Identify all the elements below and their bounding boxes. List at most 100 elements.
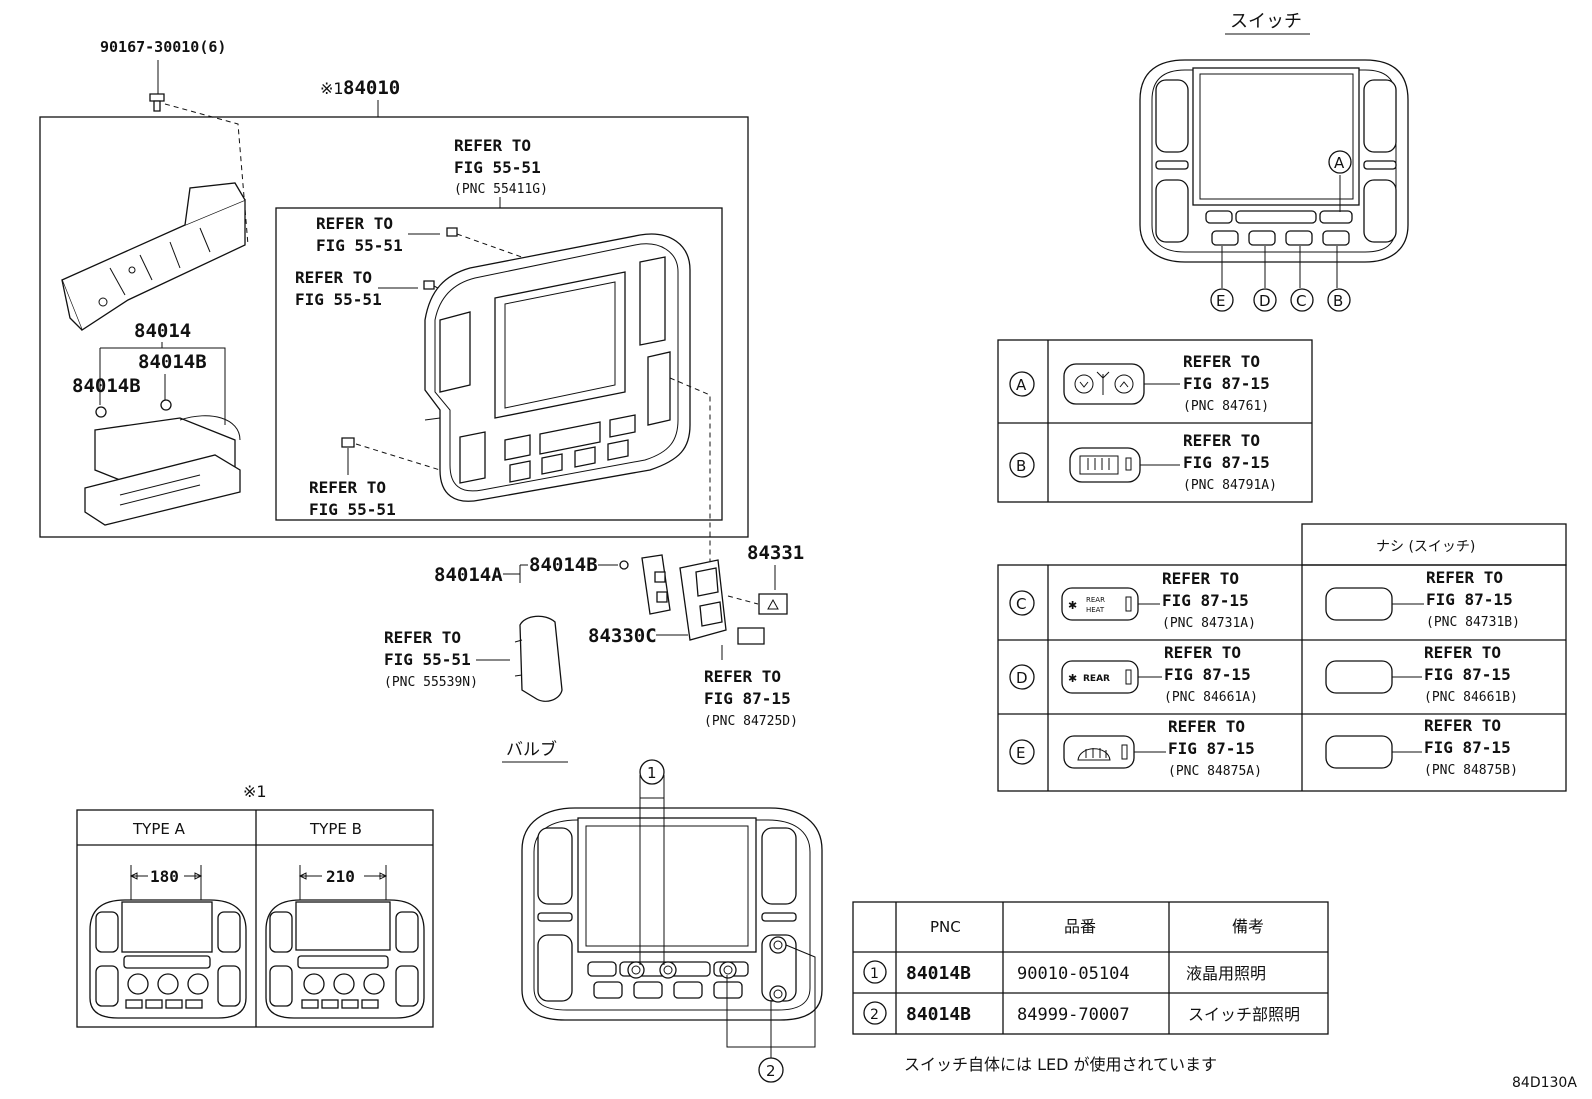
type-table: ※1 TYPE A TYPE B 180 [76, 782, 434, 1028]
part-84014a-number: 84014A [434, 564, 503, 586]
center-bezel-drawing [424, 233, 691, 502]
row-e-line1: REFER TO [1168, 717, 1245, 736]
rear-fan-icon-label: REAR [1083, 674, 1110, 684]
refer-6-line3: (PNC 84725D) [704, 714, 798, 729]
diagram-id: 84D130A [1512, 1075, 1577, 1091]
switch-module-drawing [641, 554, 727, 641]
row-d-line2: FIG 87-15 [1164, 665, 1251, 684]
bulb-row-2-note: スイッチ部照明 [1188, 1005, 1300, 1024]
bulb-table-footnote: スイッチ自体には LED が使用されています [904, 1055, 1217, 1074]
marker-c-circle [1290, 288, 1314, 312]
front-defogger-switch-icon [1063, 735, 1135, 769]
bulb-icon [619, 560, 629, 570]
row-c-alt2: FIG 87-15 [1426, 590, 1513, 609]
marker-b-circle [1327, 288, 1351, 312]
row-a-line1: REFER TO [1183, 352, 1260, 371]
blank-switch-icon [1325, 660, 1393, 694]
refer-2-line1: REFER TO [316, 214, 393, 233]
row-c-marker: C [1016, 595, 1026, 613]
table-row: B REFER TO FIG 87-15 (PNC 84791A) [1009, 431, 1277, 493]
bolt-icon [149, 93, 165, 112]
rear-heat-icon-top: REAR [1086, 596, 1105, 604]
marker-one-circle [639, 759, 665, 785]
bulb-row-1-pnc: 84014B [906, 963, 971, 984]
switch-assy-number: 84014 [134, 320, 191, 342]
blank-switch-icon [1325, 587, 1393, 621]
switch-section: スイッチ A E D [1139, 11, 1409, 312]
row-d-alt2: FIG 87-15 [1424, 665, 1511, 684]
fan-icon: ✱ [1068, 672, 1077, 685]
bulb-b-upper-number: 84014B [138, 351, 207, 373]
switch-parts-group: 84014A 84014B 84331 84330C REFER TO FIG … [384, 377, 804, 729]
marker-a-label: A [1334, 154, 1345, 172]
table-row: E REFER TO FIG 87-15 (PNC 84875A) REFER … [1009, 716, 1518, 779]
refer-1-line3: (PNC 55411G) [454, 182, 548, 197]
marker-d-label: D [1259, 292, 1271, 310]
rear-fan-switch-icon: ✱ REAR [1061, 660, 1139, 694]
row-e-alt3: (PNC 84875B) [1424, 763, 1518, 778]
row-a-marker: A [1016, 376, 1027, 394]
marker-a-circle [1328, 150, 1352, 174]
small-switch-icon [737, 627, 765, 645]
table-row: C REAR HEAT ✱ REFER TO FIG 87-15 (PNC 84… [1009, 568, 1520, 631]
rear-heat-icon-bottom: HEAT [1086, 606, 1105, 614]
main-assembly-number: 84010 [343, 77, 400, 99]
mode-switch-icon [1063, 363, 1145, 405]
refer-4-line1: REFER TO [309, 478, 386, 497]
table-row: 2 84014B 84999-70007 スイッチ部照明 [863, 1001, 1300, 1025]
marker-e-label: E [1216, 292, 1225, 310]
marker-e-circle [1210, 288, 1234, 312]
refer-3-line1: REFER TO [295, 268, 372, 287]
row-a-line3: (PNC 84761) [1183, 399, 1269, 414]
marker-b-label: B [1333, 292, 1343, 310]
main-assembly-group: 90167-30010(6) ※1 84010 84014 84014B [39, 38, 749, 538]
type-a-label: TYPE A [132, 820, 186, 838]
refer-5-line3: (PNC 55539N) [384, 675, 478, 690]
row-d-line3: (PNC 84661A) [1164, 690, 1258, 705]
cover-panel-drawing [514, 615, 563, 702]
part-84330c-number: 84330C [588, 625, 657, 647]
row-e-alt2: FIG 87-15 [1424, 738, 1511, 757]
row-c-line1: REFER TO [1162, 569, 1239, 588]
blank-switch-icon [1325, 735, 1393, 769]
row-a-line2: FIG 87-15 [1183, 374, 1270, 393]
row-c-alt1: REFER TO [1426, 568, 1503, 587]
table-row: D ✱ REAR REFER TO FIG 87-15 (PNC 84661A)… [1009, 643, 1518, 705]
type-a-dimension: 180 [150, 867, 179, 886]
refer-2-line2: FIG 55-51 [316, 236, 403, 255]
fan-icon: ✱ [1068, 599, 1077, 612]
bulb-bezel-drawing [521, 807, 823, 1021]
row-d-alt1: REFER TO [1424, 643, 1501, 662]
row-b-line3: (PNC 84791A) [1183, 478, 1277, 493]
type-note-asterisk: ※1 [243, 782, 267, 801]
type-a-bezel: 180 [89, 865, 247, 1019]
row-e-line3: (PNC 84875A) [1168, 764, 1262, 779]
switch-section-title: スイッチ [1230, 11, 1302, 32]
refer-1-line2: FIG 55-51 [454, 158, 541, 177]
refer-6-line1: REFER TO [704, 667, 781, 686]
row-c-line3: (PNC 84731A) [1162, 616, 1256, 631]
bulb-pnc-table: PNC 品番 備考 1 84014B 90010-05104 液晶用照明 2 8… [852, 901, 1329, 1074]
bulb-row-1-note: 液晶用照明 [1186, 964, 1266, 983]
switch-table-ab: A REFER TO FIG 87-15 (PNC 84761) B [997, 339, 1313, 503]
bulb-a-left-number: 84014B [72, 375, 141, 397]
marker-c-label: C [1296, 292, 1306, 310]
defogger-switch-icon [1069, 447, 1141, 483]
refer-5-line2: FIG 55-51 [384, 650, 471, 669]
table-row: 1 84014B 90010-05104 液晶用照明 [863, 960, 1266, 984]
asterisk-ref-main: ※1 [320, 79, 344, 98]
row-e-alt1: REFER TO [1424, 716, 1501, 735]
bulb-section-title: バルブ [506, 739, 557, 760]
switch-board-drawing [84, 399, 241, 526]
refer-5-line1: REFER TO [384, 628, 461, 647]
part-84014b-mid-number: 84014B [529, 554, 598, 576]
main-assembly-frame [39, 116, 749, 538]
bracket-drawing [61, 182, 246, 331]
hazard-switch-icon [758, 593, 788, 615]
row-d-alt3: (PNC 84661B) [1424, 690, 1518, 705]
part-84331-number: 84331 [747, 542, 804, 564]
type-b-label: TYPE B [309, 820, 362, 838]
header-remarks: 備考 [1232, 917, 1264, 936]
bulb-row-2-marker: 2 [870, 1007, 879, 1023]
